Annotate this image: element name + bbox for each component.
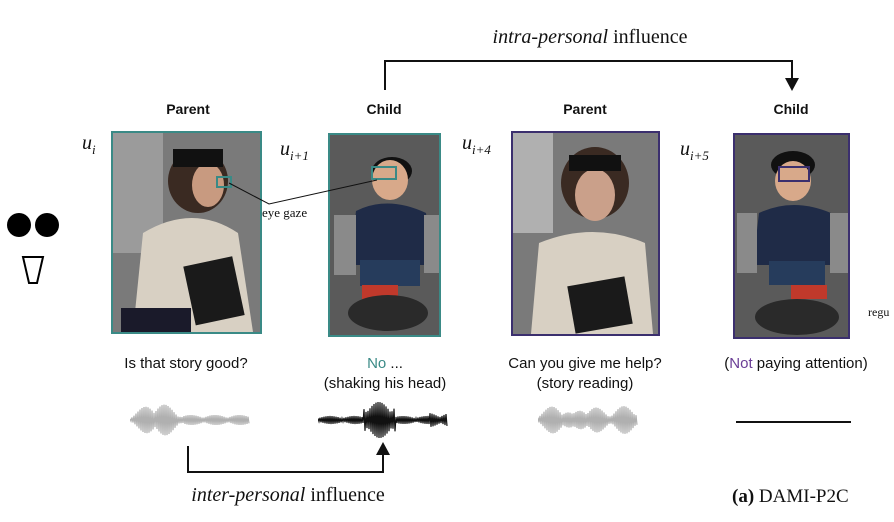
- inter-influence-label: inter-personal influence: [168, 484, 408, 507]
- role-label-parent-2: Parent: [563, 101, 607, 117]
- utterance-index-i5: ui+5: [680, 138, 709, 163]
- role-label-parent-1: Parent: [166, 101, 210, 117]
- caption: (a) DAMI-P2C: [732, 486, 849, 508]
- caption-name: DAMI-P2C: [754, 486, 849, 507]
- utterance-3-line-2: (story reading): [536, 375, 634, 392]
- utterance-2-line-1: ...: [386, 355, 403, 372]
- utterance-index-i1: ui+1: [280, 138, 309, 163]
- waveform-1: [130, 404, 250, 436]
- role-label-child-2: Child: [773, 101, 809, 117]
- intra-italic: intra-personal: [492, 26, 609, 48]
- silence-line: [736, 421, 851, 423]
- eye-gaze-lines: [229, 179, 378, 205]
- intra-influence-label: intra-personal influence: [470, 26, 710, 49]
- eye-right-icon: [35, 213, 59, 237]
- video-frame-child-2: [733, 133, 850, 339]
- utterance-3-line-1: Can you give me help?: [508, 355, 662, 372]
- inter-influence-arrow: [187, 442, 390, 473]
- intra-rest: influence: [608, 26, 688, 48]
- waveform-2: [318, 402, 448, 438]
- eye-gaze-label: eye gaze: [262, 205, 308, 220]
- face-icon: [6, 212, 60, 284]
- caption-label: (a): [732, 486, 755, 507]
- cutoff-text: regu: [868, 305, 890, 319]
- video-frame-parent-1: [111, 131, 262, 334]
- waveform-3: [538, 406, 638, 434]
- utterance-4-prefix: (: [724, 355, 730, 372]
- utterance-2-accent: No: [367, 355, 387, 372]
- utterance-text-1: Is that story good?: [91, 354, 281, 374]
- utterance-4-suffix: paying attention): [752, 355, 868, 372]
- video-frame-child-1: [328, 133, 441, 337]
- utterance-2-line-2: (shaking his head): [323, 375, 447, 392]
- video-frame-parent-2: [511, 131, 660, 336]
- utterance-index-i: ui: [82, 132, 96, 157]
- mouth-icon: [21, 256, 45, 284]
- utterance-4-accent: Not: [729, 355, 753, 372]
- intra-influence-arrow: [384, 60, 799, 91]
- inter-rest: influence: [305, 484, 385, 506]
- utterance-text-3: Can you give me help? (story reading): [490, 354, 680, 394]
- utterance-text-4: (Not paying attention): [706, 354, 886, 374]
- utterance-index-i4: ui+4: [462, 132, 491, 157]
- eye-left-icon: [7, 213, 31, 237]
- utterance-text-2: No ... (shaking his head): [290, 354, 480, 394]
- role-label-child-1: Child: [366, 101, 402, 117]
- utterance-1-line-1: Is that story good?: [124, 355, 248, 372]
- inter-italic: inter-personal: [191, 484, 306, 506]
